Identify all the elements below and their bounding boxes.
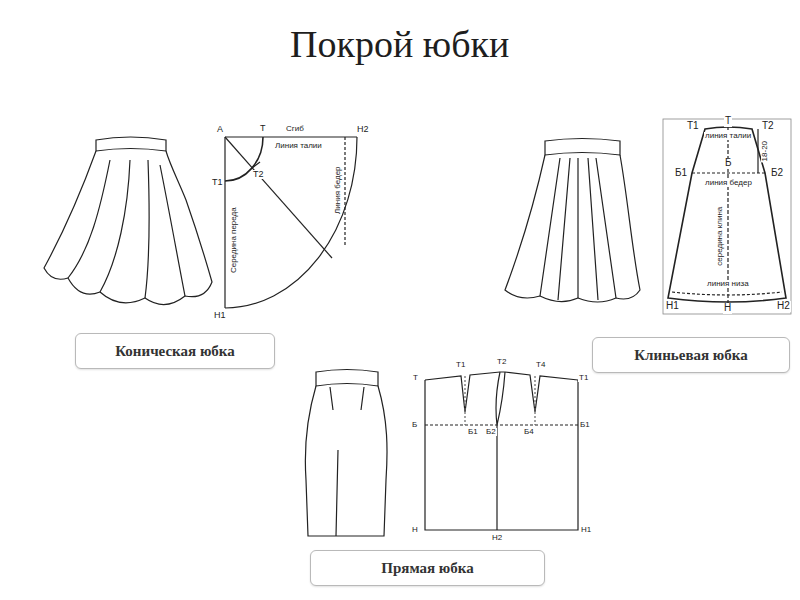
pattern-label: Н1: [665, 301, 680, 312]
waistband: [96, 137, 166, 151]
pattern-label: Т: [259, 124, 267, 133]
pattern-label: линия бедер: [704, 179, 753, 187]
pattern-label: Н: [723, 303, 732, 314]
hem-line: [672, 292, 782, 295]
fold-line: [68, 160, 185, 298]
wedge-skirt-drawing: [505, 139, 640, 303]
pattern-label: Линия бедер: [334, 165, 342, 215]
pattern-label: Б2: [485, 428, 497, 436]
pattern-label: Т1: [211, 178, 224, 187]
pattern-label: Т2: [252, 170, 265, 179]
center-line: [224, 137, 225, 308]
pattern-label: Н2: [776, 301, 791, 312]
waist-top-line: [225, 136, 357, 137]
conical-skirt-pattern: [225, 137, 357, 308]
pattern-label: А: [216, 125, 224, 134]
side-line: [344, 137, 345, 245]
pattern-label: Т: [412, 374, 419, 382]
pattern-label: Т1: [578, 374, 589, 382]
pattern-label: 18-20: [761, 140, 769, 162]
pattern-label: Т4: [535, 361, 546, 369]
caption-box: Прямая юбка: [310, 550, 545, 586]
tick: [252, 162, 260, 168]
pattern-frame: [663, 119, 791, 314]
skirt-outline: [305, 386, 387, 536]
page-title: Покрой юбки: [290, 22, 509, 66]
wedge-outline: [668, 127, 786, 302]
pattern-label: линия низа: [706, 280, 750, 288]
skirt-outline: [505, 155, 640, 302]
pattern-label: Б1: [579, 421, 591, 429]
caption-text: Прямая юбка: [381, 560, 473, 577]
wedge-skirt-pattern: [663, 119, 791, 314]
hem-arc: [225, 137, 357, 308]
pattern-label: Т: [724, 116, 732, 127]
hip-line: [692, 172, 765, 173]
dart-line: [330, 387, 364, 536]
waistband: [316, 370, 378, 387]
pattern-label: середина клина: [716, 206, 724, 267]
pattern-label: Сгиб: [285, 125, 305, 133]
pattern-label: Б: [411, 421, 418, 429]
pattern-label: Т1: [686, 121, 700, 132]
conical-skirt-drawing: [44, 137, 212, 305]
pattern-label: Н: [411, 526, 419, 534]
pattern-label: Т2: [496, 358, 507, 366]
pattern-label: Б2: [770, 168, 784, 179]
caption-text: Коническая юбка: [115, 343, 235, 360]
skirt-outline: [44, 151, 212, 305]
pattern-label: Н2: [491, 534, 503, 542]
pattern-label: Т1: [455, 361, 466, 369]
pattern-label: Б1: [467, 428, 479, 436]
hip-line: [425, 424, 578, 425]
pattern-label: Н1: [580, 526, 592, 534]
pattern-label: Б: [724, 158, 733, 169]
pattern-label: Линия талии: [274, 142, 323, 150]
straight-skirt-pattern: [425, 372, 578, 530]
pattern-label: линия талии: [704, 132, 752, 140]
caption-text: Клиньевая юбка: [634, 347, 748, 364]
pattern-label: Б4: [523, 428, 535, 436]
waistband: [545, 139, 620, 156]
middle-line: [727, 126, 728, 303]
caption-box: Клиньевая юбка: [592, 337, 790, 373]
diagonal-line: [225, 137, 332, 258]
pattern-label: Н2: [356, 125, 370, 134]
side-line: [496, 372, 505, 530]
caption-box: Коническая юбка: [75, 333, 275, 369]
pattern-label: Н1: [213, 311, 227, 320]
pattern-label: Б1: [674, 168, 688, 179]
seam-line: [540, 158, 616, 300]
straight-skirt-drawing: [305, 370, 387, 537]
dart-axis: [465, 376, 535, 425]
pattern-label: Середина переда: [230, 206, 238, 274]
pattern-label: Т2: [761, 121, 775, 132]
dimension-line: [757, 129, 758, 173]
